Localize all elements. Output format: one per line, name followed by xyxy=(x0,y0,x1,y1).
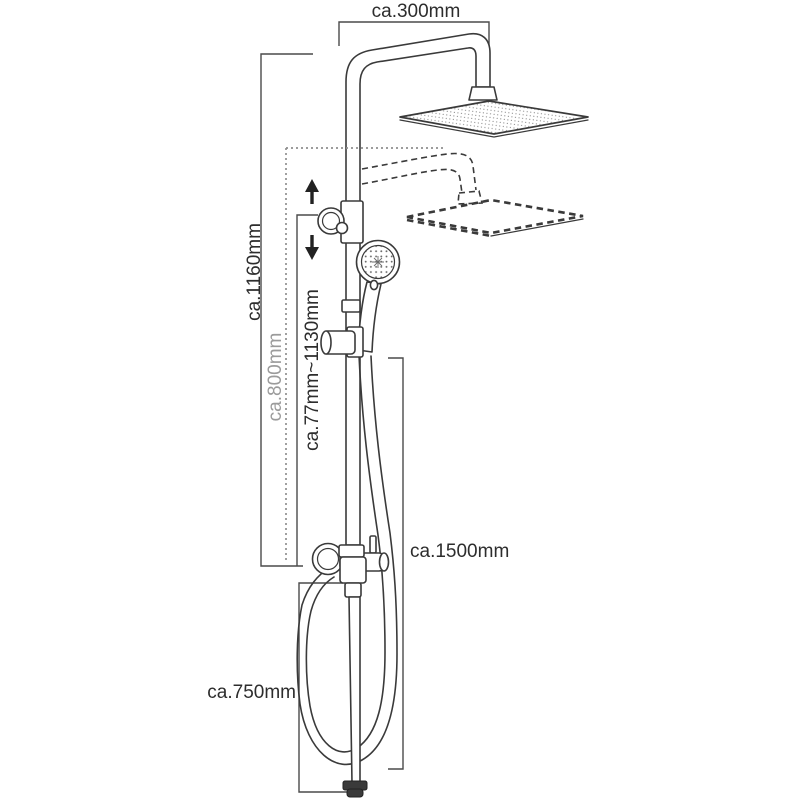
dashed-flange xyxy=(457,190,484,205)
valve-collar xyxy=(338,544,365,558)
dimension-arm-width xyxy=(338,21,490,46)
slider-knob xyxy=(335,221,349,235)
slider-bracket xyxy=(317,200,364,244)
dim-label-1500mm: ca.1500mm xyxy=(410,541,509,562)
dim-bracket-77-1130mm xyxy=(296,214,318,566)
valve-escutcheon-inner xyxy=(316,547,340,571)
dim-bracket-300mm xyxy=(338,21,490,46)
valve-lever xyxy=(369,535,377,554)
shower-hose xyxy=(296,354,398,766)
pipe-collar xyxy=(341,299,361,313)
arm-flange xyxy=(468,86,498,101)
arrow-up-icon xyxy=(305,179,319,204)
dimension-lower-head-height xyxy=(285,147,445,563)
hand-shower-holder xyxy=(320,326,364,358)
dimension-column-height xyxy=(260,53,313,567)
hand-shower-center-motif xyxy=(372,256,384,268)
dim-label-1160mm: ca.1160mm xyxy=(244,223,265,321)
slider-escutcheon-inner xyxy=(321,211,341,231)
hose-edge-inner xyxy=(305,354,386,753)
holder-cap xyxy=(320,330,332,355)
shower-column-pipe xyxy=(345,32,498,546)
dashed-arm-inner xyxy=(361,168,463,194)
dim-bracket-1500mm xyxy=(388,357,404,770)
rain-head-face xyxy=(399,100,589,135)
dashed-arm-outer xyxy=(361,152,477,191)
diverter-valve xyxy=(311,535,390,598)
hose-end-tip xyxy=(346,788,364,798)
drop-pipe-tube xyxy=(348,596,361,784)
rain-head-lower-position xyxy=(361,152,584,238)
dashed-head-rim-right xyxy=(490,218,584,237)
dashed-head-face xyxy=(406,198,584,235)
hand-shower-hang-hole xyxy=(369,279,379,291)
drop-pipe xyxy=(342,596,368,798)
dashed-head-rim-left xyxy=(406,218,492,238)
rain-head-rim xyxy=(399,119,589,138)
dim-label-77-1130mm: ca.77mm~1130mm xyxy=(302,289,323,451)
hose-edge-outer xyxy=(296,355,398,766)
dim-bracket-1160mm xyxy=(260,53,313,567)
dim-label-800mm: ca.800mm xyxy=(265,333,286,422)
rain-shower-head xyxy=(399,100,589,138)
dim-label-300mm: ca.300mm xyxy=(372,1,461,22)
dimension-hose-length xyxy=(388,357,404,770)
valve-body xyxy=(339,556,367,584)
dim-label-750mm: ca.750mm xyxy=(207,682,296,703)
hand-shower xyxy=(355,239,401,353)
valve-knob-cap xyxy=(378,552,390,572)
valve-outlet xyxy=(344,582,362,598)
arrow-down-icon xyxy=(305,235,319,260)
dimension-slider-range xyxy=(296,214,318,566)
